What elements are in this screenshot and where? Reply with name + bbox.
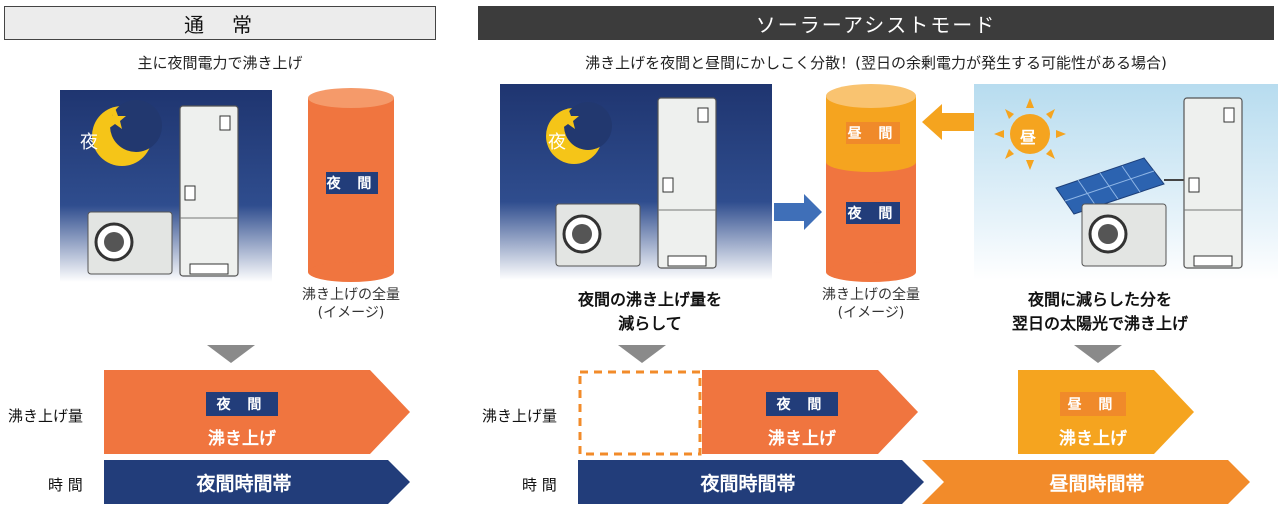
solar-tank-note-line1: 沸き上げの全量 (822, 287, 920, 303)
normal-bar-sub: 沸き上げ (208, 429, 276, 449)
solar-tank-note-line2: (イメージ) (837, 305, 905, 321)
normal-night-scene (60, 90, 272, 282)
solar-subtitle: 沸き上げを夜間と昼間にかしこく分散！(翌日の余剰電力が発生する可能性がある場合) (585, 54, 1167, 72)
solar-assist-mode-header: ソーラーアシストモード (478, 6, 1274, 40)
solar-right-note-line1: 夜間に減らした分を (1027, 290, 1172, 309)
solar-right-note-line2: 翌日の太陽光で沸き上げ (1011, 314, 1188, 333)
normal-subtitle: 主に夜間電力で沸き上げ (137, 54, 303, 72)
solar-day-band: 昼間時間帯 (1049, 472, 1145, 495)
left-arrow-icon (922, 104, 974, 140)
water-heater-tank-icon (179, 105, 239, 277)
solar-day-label: 昼 (1020, 128, 1037, 147)
moon-icon (92, 100, 162, 166)
down-arrow-icon (1074, 345, 1122, 363)
right-arrow-icon (774, 194, 822, 230)
normal-tank-night-label: 夜 間 (326, 172, 378, 194)
normal-bar-night-label: 夜 間 (206, 392, 278, 416)
solar-day-bar-sub: 沸き上げ (1059, 429, 1127, 449)
solar-night-band: 夜間時間帯 (700, 472, 796, 495)
down-arrow-icon (618, 345, 666, 363)
normal-row-amount-label: 沸き上げ量 (8, 407, 84, 425)
solar-row-amount-label: 沸き上げ量 (482, 407, 558, 425)
solar-night-bar-sub: 沸き上げ (768, 429, 836, 449)
solar-night-bar-label: 夜 間 (766, 392, 838, 416)
normal-time-band: 夜間時間帯 (196, 472, 292, 495)
solar-tank (826, 84, 916, 282)
solar-left-note-line1: 夜間の沸き上げ量を (577, 290, 722, 309)
water-heater-tank-icon (657, 97, 717, 269)
heat-pump-unit-icon (555, 203, 641, 267)
normal-row-time-label: 時 間 (48, 476, 83, 494)
solar-tank-day-label: 昼 間 (846, 122, 900, 144)
solar-day-scene (974, 84, 1278, 280)
heat-pump-unit-icon (1081, 203, 1167, 267)
solar-row-time-label: 時 間 (522, 476, 557, 494)
normal-mode-header: 通 常 (4, 6, 436, 40)
normal-tank-note-line2: (イメージ) (317, 305, 385, 321)
heat-pump-unit-icon (87, 211, 173, 275)
solar-left-note-line2: 減らして (618, 314, 682, 333)
down-arrow-icon (207, 345, 255, 363)
solar-night-scene (500, 84, 772, 280)
moon-icon (546, 102, 612, 164)
night-label: 夜 (80, 132, 98, 153)
solar-tank-night-label: 夜 間 (846, 202, 900, 224)
solar-panel-icon (1055, 157, 1165, 215)
normal-tank-note-line1: 沸き上げの全量 (302, 287, 400, 303)
water-heater-tank-icon (1183, 97, 1243, 269)
sun-icon (994, 98, 1066, 170)
solar-night-label: 夜 (548, 132, 566, 153)
solar-day-bar-label: 昼 間 (1060, 392, 1126, 416)
